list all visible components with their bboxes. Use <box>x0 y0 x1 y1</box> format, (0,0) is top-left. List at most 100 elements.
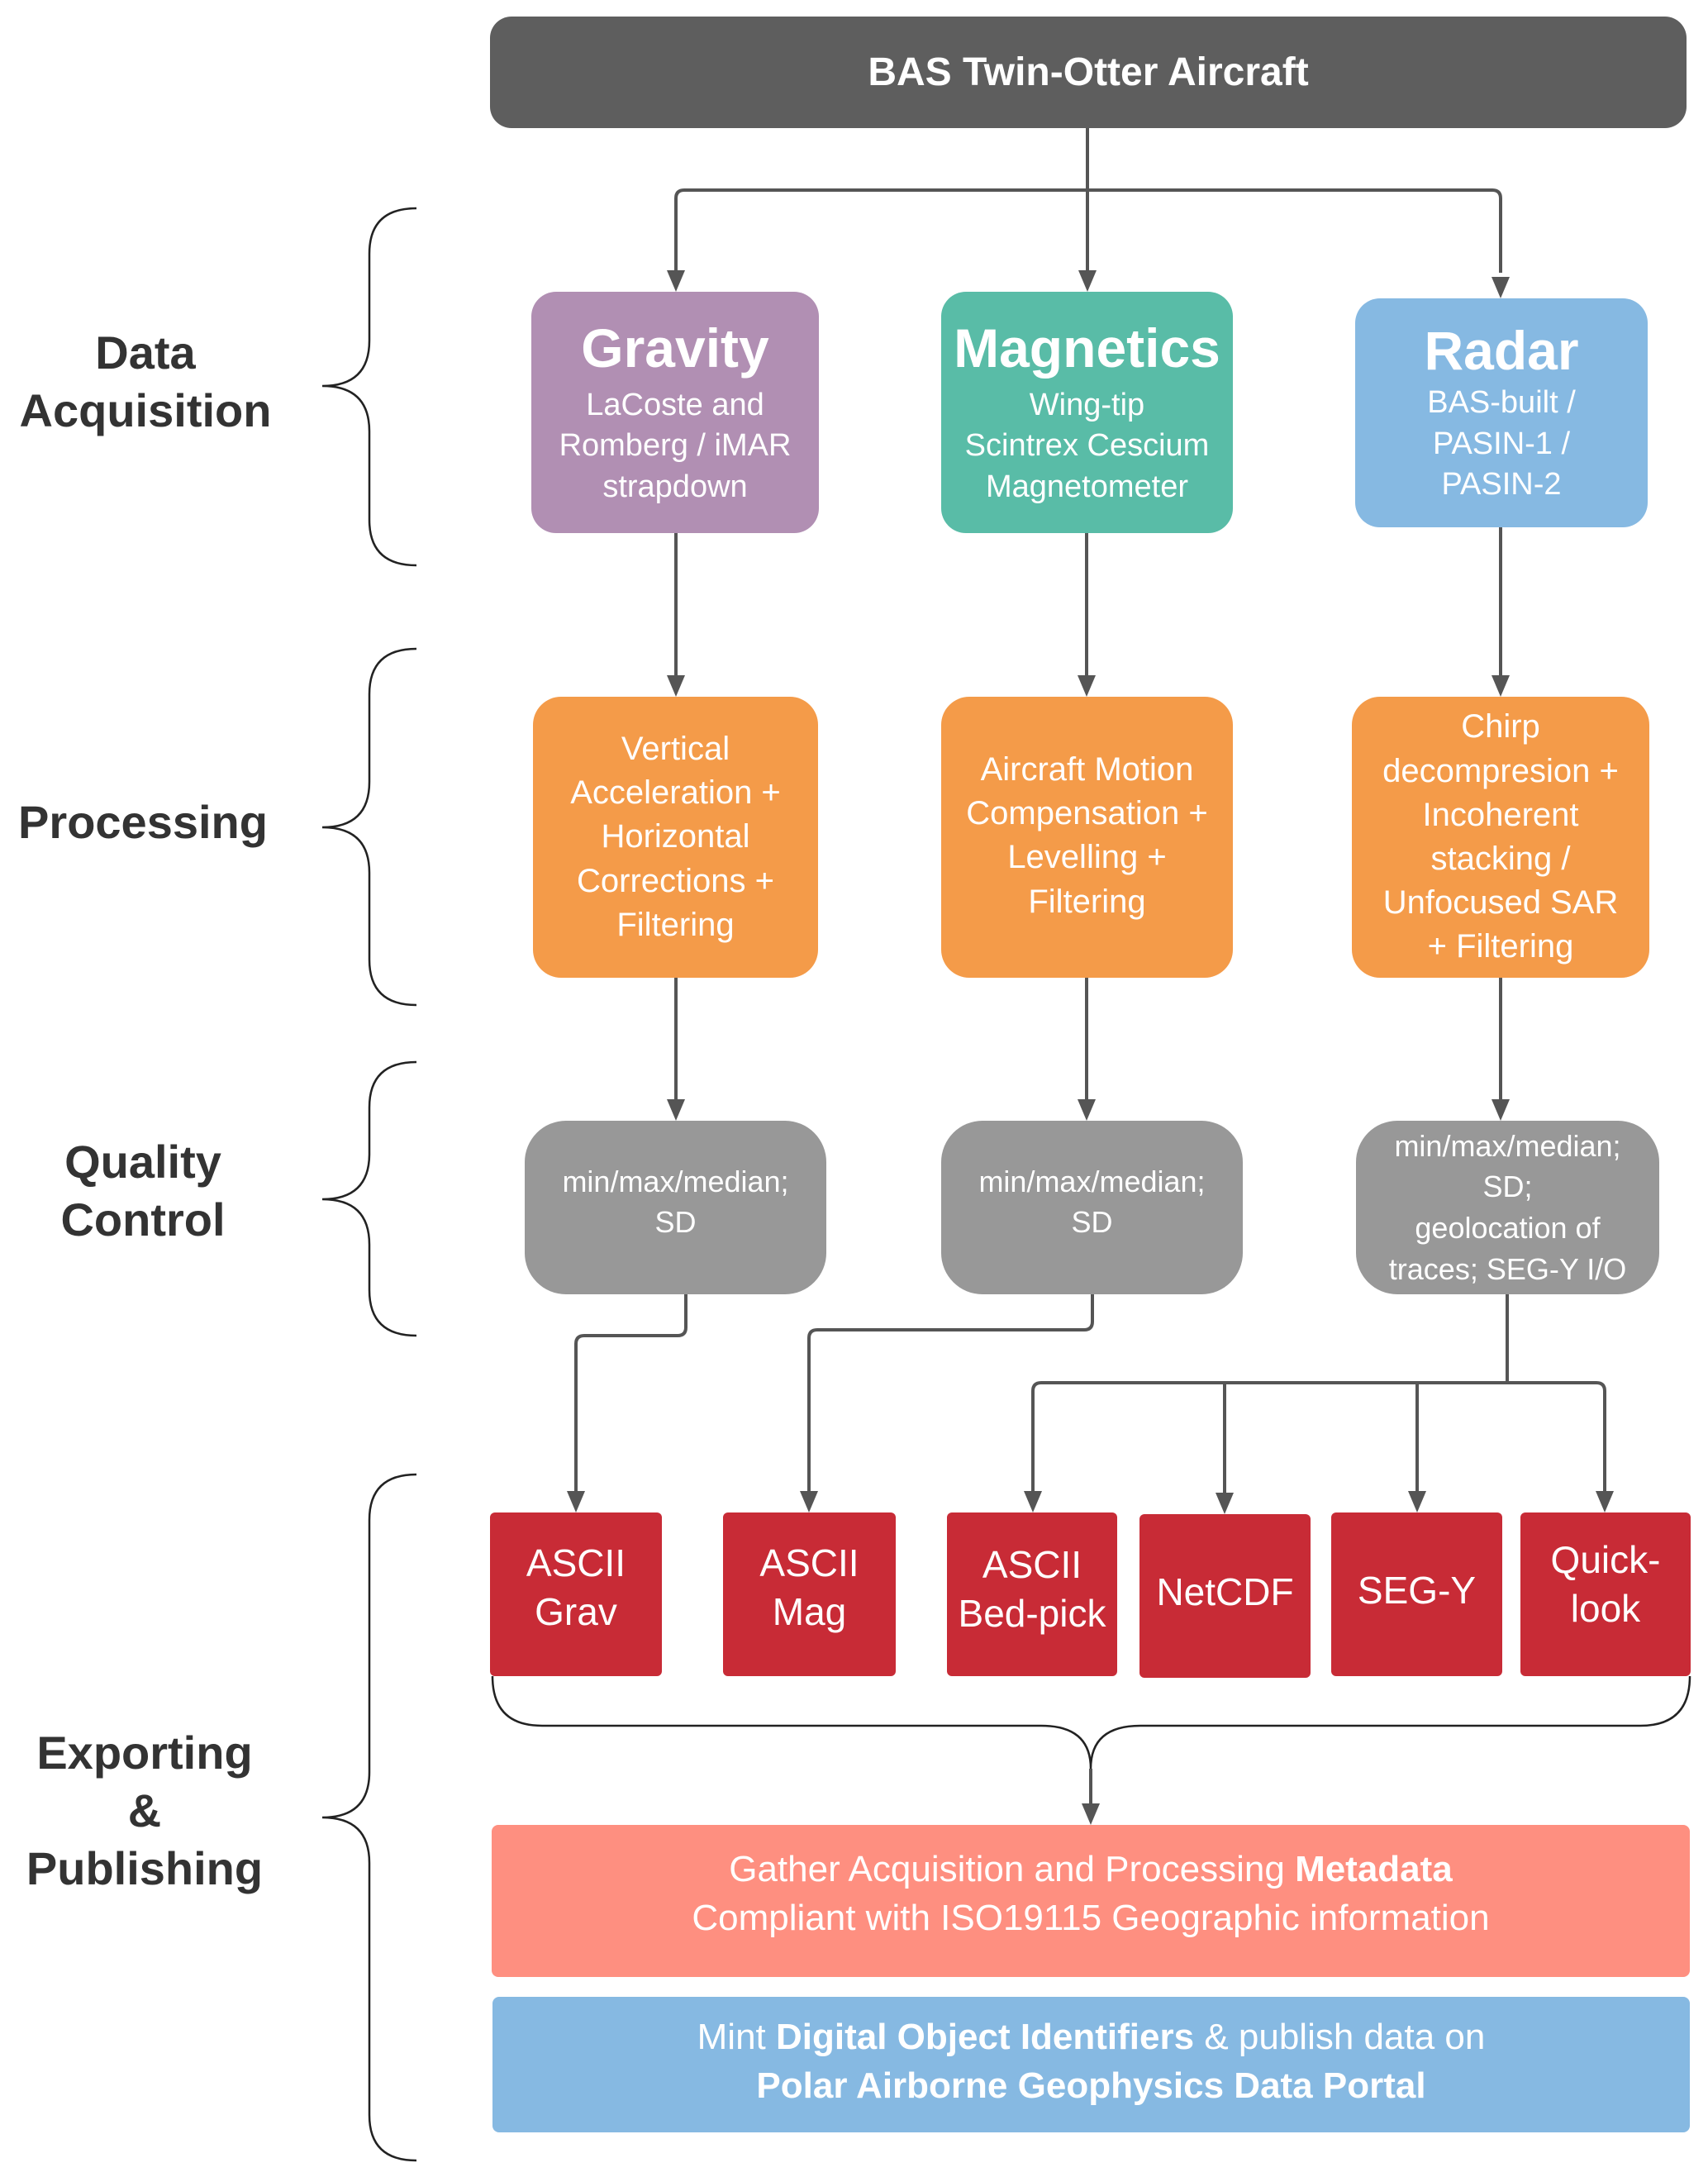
connector-radar-export-branch <box>1031 1381 1606 1493</box>
stage-label-line: Acquisition <box>19 384 272 436</box>
gravity-qc-node: min/max/median; SD <box>525 1121 826 1294</box>
text-line: Aircraft Motion <box>980 751 1194 788</box>
radar-instrument-node: Radar BAS-built / PASIN-1 / PASIN-2 <box>1355 298 1648 527</box>
gravity-processing-node: Vertical Acceleration + Horizontal Corre… <box>533 697 818 978</box>
stage-label-line: Data <box>95 326 196 379</box>
text-line: ASCII <box>526 1541 626 1584</box>
instrument-title: Magnetics <box>954 317 1220 379</box>
publish-line-1: Mint Digital Object Identifiers & publis… <box>697 2013 1486 2061</box>
arrowhead-icon <box>1408 1491 1426 1512</box>
text-line: Wing-tip <box>1029 387 1145 422</box>
metadata-line-2: Compliant with ISO19115 Geographic infor… <box>692 1898 1490 1938</box>
text-line: stacking / <box>1430 841 1571 877</box>
metadata-step: Gather Acquisition and Processing Metada… <box>492 1825 1690 1977</box>
stage-label-line: Publishing <box>26 1842 264 1894</box>
text-line: strapdown <box>602 469 748 504</box>
text-line: geolocation of <box>1415 1211 1601 1245</box>
text-line: Compensation + <box>966 795 1208 832</box>
text-line: Horizontal <box>601 818 750 855</box>
instrument-title: Radar <box>1424 320 1579 382</box>
arrowhead-icon <box>1024 1491 1042 1512</box>
text-line: + Filtering <box>1427 928 1574 965</box>
radar-processing-node: Chirp decompresion + Incoherent stacking… <box>1352 697 1649 978</box>
brace-exporting-publishing <box>321 1473 417 2162</box>
export-ascii-mag: ASCII Mag <box>723 1512 896 1676</box>
instrument-description: Wing-tip Scintrex Cescium Magnetometer <box>965 385 1210 507</box>
text-line: SEG-Y <box>1357 1568 1477 1612</box>
exports-underbrace <box>491 1675 1691 1770</box>
text-span: Gather Acquisition and Processing <box>729 1848 1296 1889</box>
text-line: Filtering <box>616 906 735 943</box>
connector-gravity-export <box>574 1294 687 1493</box>
arrowhead-icon <box>800 1491 818 1512</box>
text-line: Corrections + <box>577 862 774 899</box>
connector-aircraft-branch <box>674 188 1502 273</box>
arrowhead-icon <box>1596 1491 1614 1512</box>
text-line: Incoherent <box>1422 796 1579 833</box>
instrument-description: LaCoste and Romberg / iMAR strapdown <box>559 385 792 507</box>
text-line: Bed-pick <box>958 1591 1106 1635</box>
arrowhead-icon <box>1078 270 1097 292</box>
export-seg-y: SEG-Y <box>1331 1512 1502 1676</box>
metadata-line-1: Gather Acquisition and Processing Metada… <box>729 1845 1453 1894</box>
text-line: Filtering <box>1028 883 1146 920</box>
export-ascii-bed-pick: ASCII Bed-pick <box>947 1512 1117 1676</box>
stage-label-acquisition: Data Acquisition <box>20 324 272 440</box>
text-line: SD <box>1071 1204 1113 1239</box>
export-ascii-grav: ASCII Grav <box>490 1512 662 1676</box>
text-line: Quick- <box>1550 1538 1661 1581</box>
gravity-instrument-node: Gravity LaCoste and Romberg / iMAR strap… <box>531 292 819 533</box>
text-line: Unfocused SAR <box>1382 884 1619 922</box>
text-line: Mag <box>772 1589 847 1633</box>
magnetics-instrument-node: Magnetics Wing-tip Scintrex Cescium Magn… <box>941 292 1233 533</box>
publish-line-2: Polar Airborne Geophysics Data Portal <box>756 2061 1425 2110</box>
text-line: Scintrex Cescium <box>964 428 1210 464</box>
arrowhead-icon <box>667 1099 685 1121</box>
arrowhead-icon <box>1078 675 1096 697</box>
stage-label-line: Control <box>60 1193 226 1246</box>
text-line: Acceleration + <box>570 774 781 812</box>
text-span: Mint <box>697 2016 776 2057</box>
magnetics-qc-node: min/max/median; SD <box>941 1121 1243 1294</box>
magnetics-processing-node: Aircraft Motion Compensation + Levelling… <box>941 697 1233 978</box>
text-line: Vertical <box>621 731 730 768</box>
text-line: BAS-built / <box>1427 385 1576 421</box>
text-line: SD <box>654 1204 697 1239</box>
text-line: NetCDF <box>1156 1570 1294 1613</box>
stage-label-line: Quality <box>64 1136 221 1188</box>
text-line: Romberg / iMAR <box>559 428 792 464</box>
text-line: decompresion + <box>1382 752 1619 789</box>
text-line: ASCII <box>982 1543 1082 1586</box>
text-line: PASIN-1 / <box>1432 426 1571 461</box>
arrowhead-icon <box>667 675 685 697</box>
text-line: Chirp <box>1461 708 1540 746</box>
text-line: Magnetometer <box>985 469 1188 504</box>
text-line: min/max/median; <box>978 1165 1206 1198</box>
stage-label-processing: Processing <box>18 793 268 851</box>
text-line: SD; <box>1482 1169 1533 1204</box>
text-line: PASIN-2 <box>1441 467 1562 503</box>
export-netcdf: NetCDF <box>1139 1514 1311 1678</box>
instrument-title: Gravity <box>581 317 769 379</box>
arrowhead-icon <box>1082 1803 1100 1825</box>
stage-label-exporting-publishing: Exporting & Publishing <box>26 1724 263 1898</box>
text-line: min/max/median; <box>562 1165 789 1198</box>
publish-step: Mint Digital Object Identifiers & publis… <box>492 1997 1690 2132</box>
export-quick-look: Quick- look <box>1520 1512 1691 1676</box>
instrument-description: BAS-built / PASIN-1 / PASIN-2 <box>1427 383 1576 505</box>
arrowhead-icon <box>667 270 685 292</box>
radar-qc-node: min/max/median; SD; geolocation of trace… <box>1356 1121 1659 1294</box>
text-span-bold: Digital Object Identifiers <box>776 2016 1195 2057</box>
aircraft-node: BAS Twin-Otter Aircraft <box>490 17 1687 128</box>
stage-label-quality-control: Quality Control <box>60 1133 225 1249</box>
text-line: look <box>1570 1586 1641 1630</box>
arrowhead-icon <box>1492 277 1510 298</box>
text-line: traces; SEG-Y I/O <box>1388 1251 1627 1286</box>
text-span-bold: Polar Airborne Geophysics Data Portal <box>756 2065 1426 2106</box>
text-line: Grav <box>535 1589 617 1633</box>
stage-label-line: Processing <box>18 796 268 848</box>
text-line: min/max/median; <box>1394 1128 1621 1163</box>
text-span: & publish data on <box>1194 2016 1486 2057</box>
arrowhead-icon <box>1492 1099 1510 1121</box>
connector-magnetics-export <box>807 1294 1094 1493</box>
